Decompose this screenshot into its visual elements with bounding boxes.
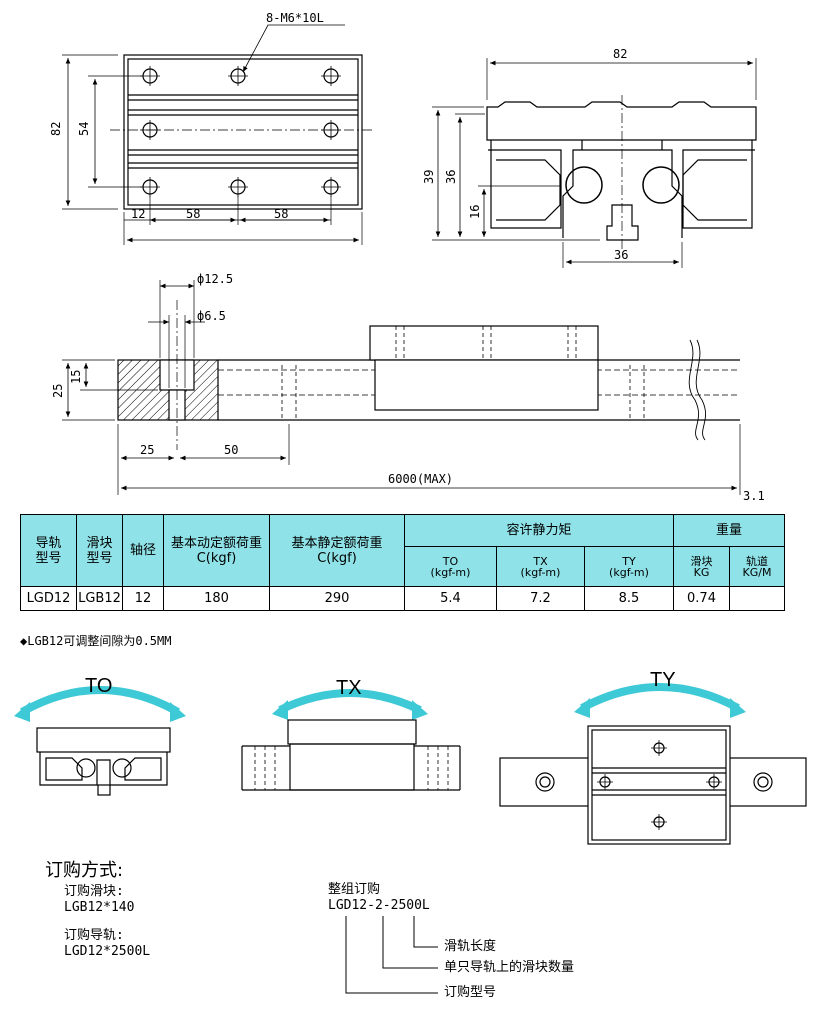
dim-end-16: 16: [468, 205, 482, 219]
dim-end-82: 82: [613, 47, 627, 61]
dim-end-36: 36: [444, 170, 458, 184]
dim-top-58a: 58: [186, 207, 200, 221]
header-moment: 容许静力矩: [404, 514, 674, 547]
dim-top-82: 82: [49, 122, 63, 136]
hole-callout: 8-M6*10L: [266, 11, 324, 25]
dim-end-36-rail: 36: [614, 248, 628, 262]
table-row: LGD12 LGB12 12 180 290 5.4 7.2 8.5 0.74: [20, 586, 785, 611]
adjust-note: ◆LGB12可调整间隙为0.5MM: [20, 634, 172, 648]
order-title: 订购方式:: [45, 860, 124, 881]
top-view: [62, 24, 372, 245]
dim-tolerance: 3.1: [743, 489, 765, 503]
order-callout-lines: [345, 916, 438, 994]
moment-ty-diagram: [499, 683, 807, 845]
cell-rail-model: LGD12: [20, 586, 77, 611]
header-shaft: 轴径: [122, 514, 164, 587]
dim-top-58b: 58: [274, 207, 288, 221]
cell-shaft: 12: [122, 586, 164, 611]
order-set-label: 整组订购: [328, 882, 381, 897]
mounting-holes: [140, 66, 341, 197]
end-view: [432, 58, 757, 268]
header-rail-model: 导轨型号: [20, 514, 77, 587]
order-block-code: LGB12*140: [64, 900, 135, 915]
moment-tx-diagram: [241, 689, 461, 791]
cell-tx: 7.2: [496, 586, 585, 611]
cell-block-weight: 0.74: [673, 586, 730, 611]
order-set-code: LGD12-2-2500L: [328, 898, 430, 913]
moment-ty-label: TY: [650, 669, 676, 691]
dim-top-12: 12: [131, 207, 145, 221]
dim-rail-25: 25: [51, 384, 65, 398]
cell-to: 5.4: [404, 586, 497, 611]
header-tx: TX(kgf-m): [496, 546, 585, 587]
dim-top-54: 54: [77, 122, 91, 136]
cell-rail-weight: [729, 586, 785, 611]
cell-block-model: LGB12: [76, 586, 123, 611]
order-rail-label: 订购导轨:: [64, 928, 124, 943]
side-view: [62, 280, 741, 495]
order-block-label: 订购滑块:: [64, 884, 124, 899]
dim-length: 6000(MAX): [388, 472, 453, 486]
moment-to-diagram: [14, 686, 186, 796]
cell-static: 290: [269, 586, 405, 611]
dim-side-25: 25: [140, 443, 154, 457]
order-callout-length: 滑轨长度: [444, 939, 497, 954]
cell-ty: 8.5: [584, 586, 674, 611]
header-ty: TY(kgf-m): [584, 546, 674, 587]
moment-tx-label: TX: [336, 677, 362, 699]
dim-side-50: 50: [224, 443, 238, 457]
header-weight: 重量: [673, 514, 785, 547]
header-block-model: 滑块型号: [76, 514, 123, 587]
dim-counterbore: ф12.5: [197, 272, 233, 286]
moment-to-label: TO: [85, 675, 112, 697]
order-rail-code: LGD12*2500L: [64, 944, 151, 959]
dim-rail-15: 15: [69, 370, 83, 384]
dim-hole: ф6.5: [197, 309, 226, 323]
order-callout-qty: 单只导轨上的滑块数量: [444, 960, 575, 975]
cell-dynamic: 180: [163, 586, 270, 611]
dim-end-39: 39: [422, 170, 436, 184]
header-to: TO(kgf-m): [404, 546, 497, 587]
order-callout-model: 订购型号: [444, 985, 497, 1000]
